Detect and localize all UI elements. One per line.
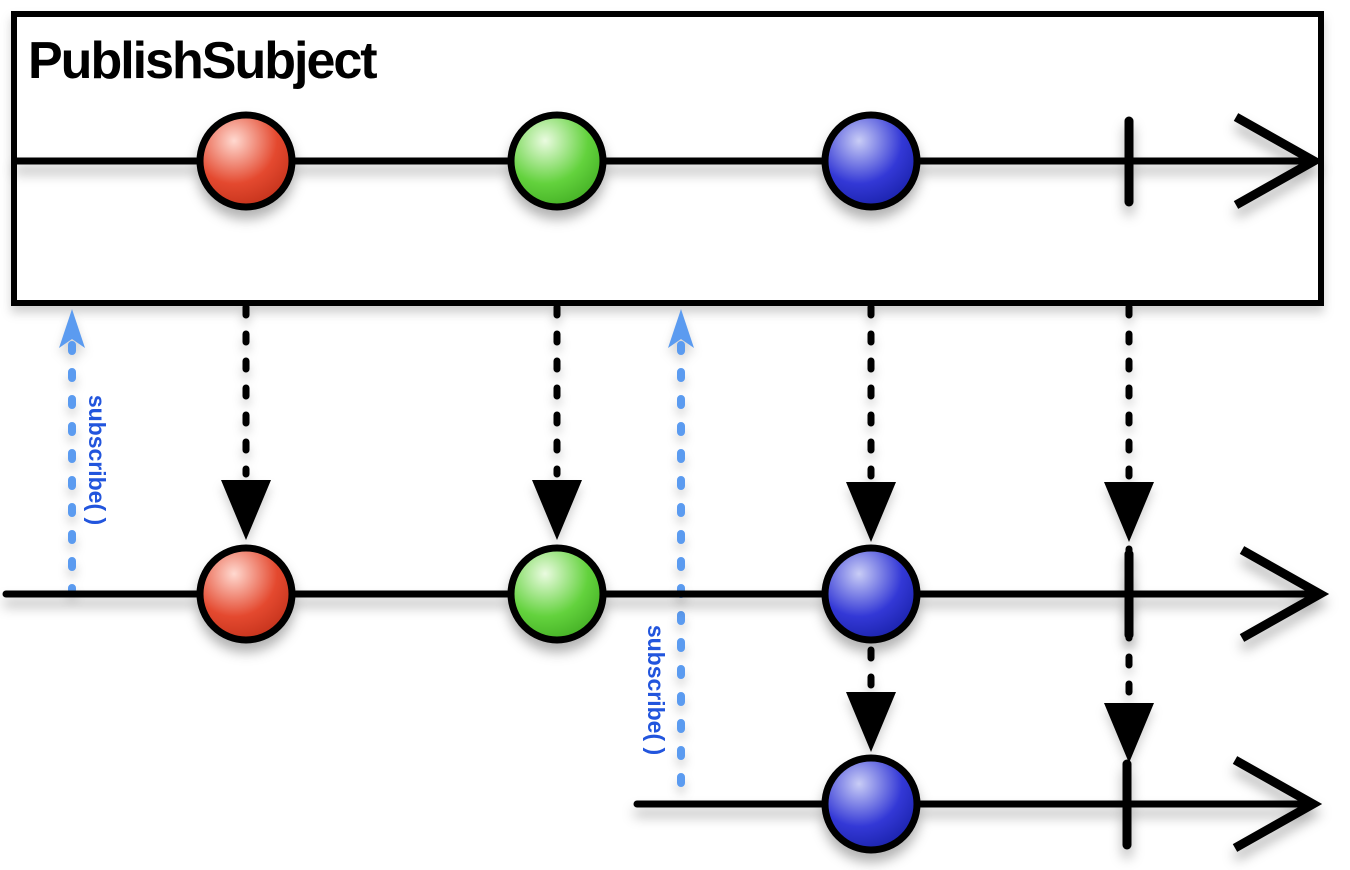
diagram-title: PublishSubject bbox=[28, 32, 377, 90]
emission-arrow-3 bbox=[846, 303, 896, 542]
timelines-layer bbox=[2, 111, 1330, 854]
emission-arrow-2 bbox=[532, 303, 582, 540]
subscribe-label-2: subscribe( ) bbox=[643, 625, 669, 755]
up-arrowhead-icon bbox=[668, 309, 694, 348]
timeline-subscriber-2 bbox=[633, 754, 1323, 854]
right-arrowhead-icon bbox=[1239, 546, 1330, 642]
down-arrowhead-icon bbox=[1104, 703, 1154, 763]
down-arrowhead-icon bbox=[532, 480, 582, 540]
subscribe-labels-layer: subscribe( ) subscribe( ) bbox=[84, 395, 669, 755]
marble-blue bbox=[821, 544, 921, 644]
emission-arrows-layer bbox=[221, 303, 1154, 763]
subscribe-arrow-2 bbox=[668, 309, 694, 806]
marble-blue bbox=[821, 111, 921, 211]
down-arrowhead-icon bbox=[1104, 482, 1154, 542]
emission-arrow-5 bbox=[846, 646, 896, 752]
emission-arrow-4 bbox=[1104, 303, 1154, 542]
marble-green bbox=[507, 111, 607, 211]
down-arrowhead-icon bbox=[846, 482, 896, 542]
up-arrowhead-icon bbox=[59, 309, 85, 348]
marble-red bbox=[196, 111, 296, 211]
subscribe-label-1: subscribe( ) bbox=[84, 395, 110, 525]
subscribe-arrows-layer bbox=[59, 309, 694, 806]
emission-arrow-1 bbox=[221, 303, 271, 540]
marble-green bbox=[507, 544, 607, 644]
timeline-source bbox=[13, 111, 1324, 211]
timeline-subscriber-1 bbox=[2, 544, 1330, 644]
down-arrowhead-icon bbox=[846, 692, 896, 752]
right-arrowhead-icon bbox=[1232, 756, 1323, 852]
right-arrowhead-icon bbox=[1233, 113, 1324, 209]
subscribe-arrow-1 bbox=[59, 309, 85, 594]
down-arrowhead-icon bbox=[221, 480, 271, 540]
marble-blue bbox=[821, 754, 921, 854]
marble-red bbox=[196, 544, 296, 644]
